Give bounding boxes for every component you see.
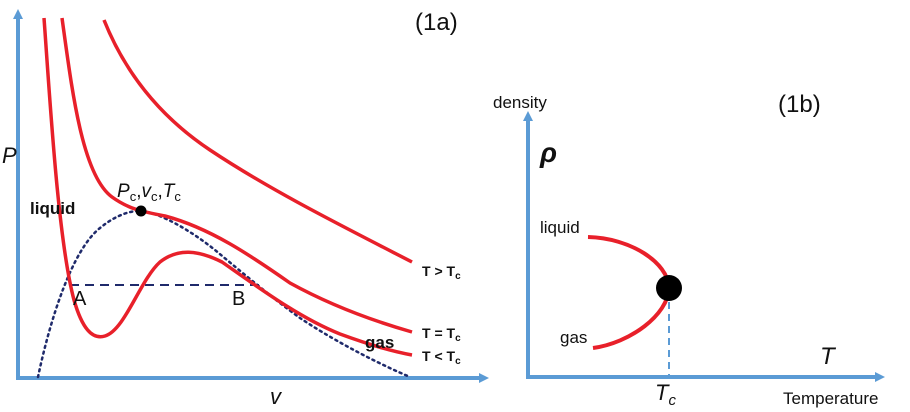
rho-symbol: ρ [539, 137, 557, 168]
coexistence-dome [36, 209, 412, 379]
cp-p-sub: c [130, 189, 137, 204]
cp-v-sub: c [151, 189, 158, 204]
liquid-label-1a: liquid [30, 199, 75, 218]
critical-point-marker [135, 205, 147, 217]
cp-v: v [141, 181, 152, 202]
isotherm-below-critical [42, 17, 413, 357]
cp-t: T [163, 181, 176, 202]
panel-1a: (1a) P v Pc,vc,Tc liquid gas A B T > Tc … [2, 9, 489, 409]
p-axis-label: P [2, 143, 17, 168]
panel-1b-label: (1b) [778, 91, 821, 118]
panel-1b: (1b) density ρ liquid gas T Temperature … [493, 91, 885, 409]
isotherm-above-label: T > Tc [422, 263, 461, 282]
isotherm-below-label: T < Tc [422, 348, 461, 367]
density-title: density [493, 93, 547, 112]
isotherm-above-critical [102, 19, 413, 264]
point-a-label: A [73, 288, 87, 310]
critical-point-label: Pc,vc,Tc [117, 181, 181, 204]
liquid-label-1b: liquid [540, 218, 580, 237]
temperature-title: Temperature [783, 389, 878, 408]
v-axis-label: v [270, 384, 283, 409]
panel-1a-label: (1a) [415, 9, 458, 36]
gas-label-1b: gas [560, 328, 587, 347]
cp-t-sub: c [174, 189, 181, 204]
gas-label-1a: gas [365, 333, 394, 352]
point-b-label: B [232, 288, 245, 310]
critical-point-marker-1b [656, 275, 682, 301]
isotherm-equal-label: T = Tc [422, 325, 461, 344]
tc-label: Tc [655, 380, 676, 409]
isotherm-critical [60, 17, 413, 334]
t-axis-symbol: T [820, 343, 837, 370]
cp-p: P [117, 181, 130, 202]
